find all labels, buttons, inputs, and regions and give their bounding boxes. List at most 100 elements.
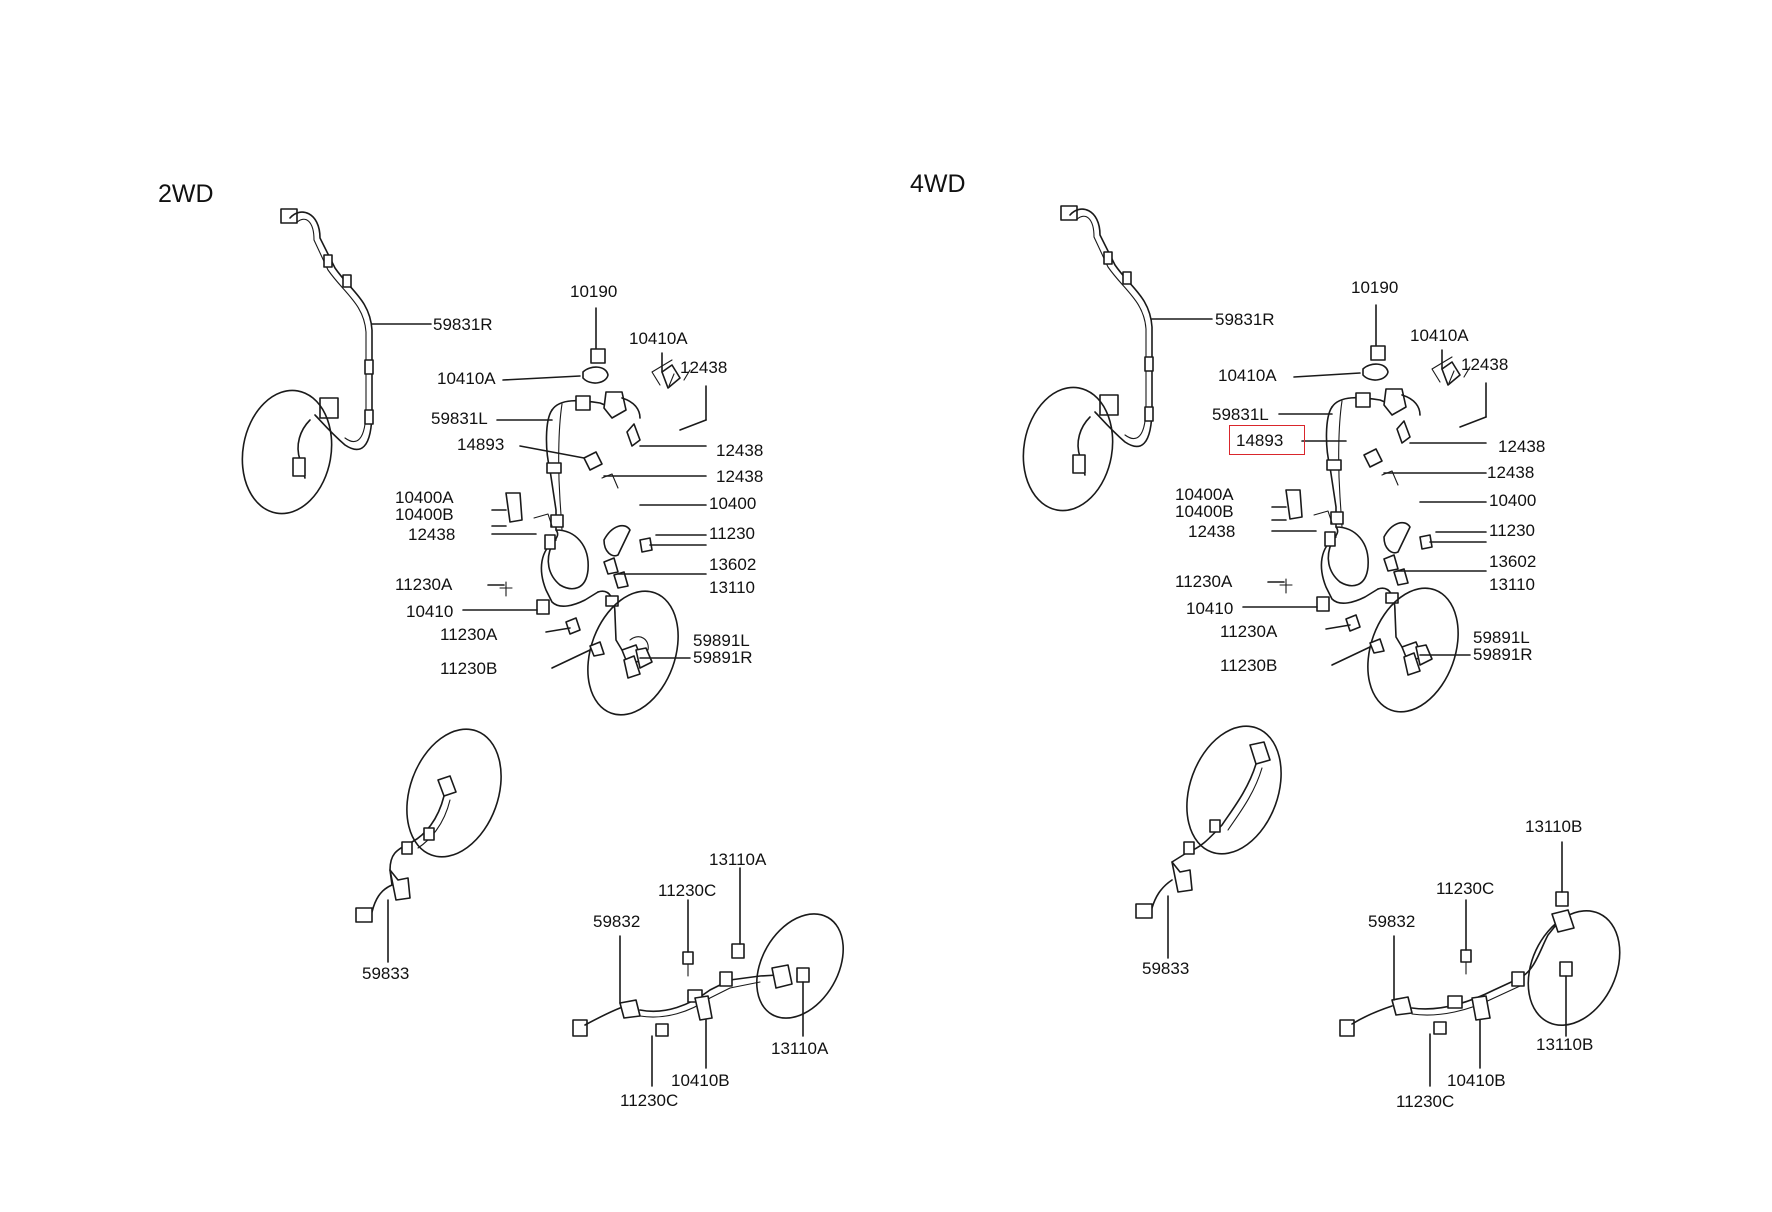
left-connector-59832	[572, 1019, 588, 1037]
part-label[interactable]: 12438	[716, 441, 764, 460]
part-label[interactable]: 11230	[709, 524, 756, 543]
part-label[interactable]: 12438	[408, 525, 456, 544]
part-label[interactable]: 11230A	[1175, 572, 1233, 591]
part-label[interactable]: 10400	[1489, 491, 1537, 510]
right-hub-ellipse-lower	[1186, 725, 1282, 855]
part-label[interactable]: 13602	[709, 555, 757, 574]
part-label[interactable]: 10410	[406, 602, 454, 621]
part-label[interactable]: 11230A	[440, 625, 498, 644]
part-label[interactable]: 10400B	[1175, 502, 1234, 521]
part-label[interactable]: 59833	[1142, 959, 1190, 978]
right-harness-sleeve	[1447, 995, 1463, 1009]
right-cable-sleeve	[1103, 251, 1113, 265]
part-label[interactable]: 10400	[709, 494, 757, 513]
right-cable-59832	[1339, 891, 1621, 1037]
left-hub-ellipse-top	[241, 389, 333, 515]
part-label[interactable]: 59831L	[1212, 405, 1269, 424]
part-label[interactable]: 11230C	[1396, 1092, 1455, 1111]
selected-part-highlight[interactable]	[1229, 425, 1305, 455]
part-label[interactable]: 11230	[1489, 521, 1536, 540]
left-harness-sleeve	[719, 971, 733, 987]
right-part-10190	[1370, 345, 1386, 361]
left-hub-ellipse-right	[755, 913, 845, 1019]
part-label[interactable]: 10190	[1351, 278, 1399, 297]
part-label[interactable]: 13602	[1489, 552, 1537, 571]
part-label[interactable]: 59831R	[433, 315, 493, 334]
part-label[interactable]: 10400B	[395, 505, 454, 524]
right-part-13110b-a	[1555, 891, 1569, 907]
part-label[interactable]: 13110B	[1525, 817, 1583, 836]
right-harness-sleeve	[1511, 971, 1525, 987]
part-label[interactable]: 11230A	[1220, 622, 1278, 641]
part-label[interactable]: 10410B	[1447, 1071, 1506, 1090]
part-label[interactable]: 12438	[1487, 463, 1535, 482]
part-label[interactable]: 10400A	[395, 488, 454, 507]
left-assembly	[241, 208, 845, 1087]
right-part-11230c-b	[1433, 1021, 1447, 1035]
part-label[interactable]: 13110	[1489, 575, 1536, 594]
part-label[interactable]: 12438	[1188, 522, 1236, 541]
part-label[interactable]: 59831L	[431, 409, 488, 428]
part-label[interactable]: 59891R	[693, 648, 753, 667]
part-label[interactable]: 11230A	[395, 575, 453, 594]
part-label[interactable]: 10410A	[1218, 366, 1277, 385]
section-title-4wd: 4WD	[910, 170, 966, 198]
part-label[interactable]: 10410A	[437, 369, 496, 388]
left-cable-sleeve	[342, 274, 352, 288]
left-harness-sleeve	[546, 462, 562, 474]
right-cable-59833	[1135, 725, 1282, 919]
right-part-10410	[1316, 596, 1330, 612]
part-label[interactable]: 11230B	[440, 659, 498, 678]
right-harness-59831l	[1320, 388, 1459, 713]
part-label-highlighted[interactable]: 14893	[1236, 431, 1284, 450]
part-label[interactable]: 11230C	[658, 881, 717, 900]
part-label[interactable]: 59891R	[1473, 645, 1533, 664]
right-connector-59832	[1339, 1019, 1355, 1037]
part-label[interactable]: 11230B	[1220, 656, 1278, 675]
right-cable-sleeve	[1122, 271, 1132, 285]
right-cable-sleeve	[1183, 841, 1195, 855]
part-label[interactable]: 59891L	[693, 631, 750, 650]
part-label[interactable]: 12438	[716, 467, 764, 486]
left-part-13110a-b	[796, 967, 810, 983]
part-label[interactable]: 11230C	[1436, 879, 1495, 898]
part-label[interactable]: 59831R	[1215, 310, 1275, 329]
right-assembly	[1022, 205, 1621, 1087]
right-sensor-head	[1072, 454, 1086, 474]
part-label[interactable]: 10190	[570, 282, 618, 301]
part-label[interactable]: 59891L	[1473, 628, 1530, 647]
part-label[interactable]: 10410A	[1410, 326, 1469, 345]
left-cable-sleeve	[364, 359, 374, 375]
section-title-2wd: 2WD	[158, 180, 214, 208]
part-label[interactable]: 13110A	[771, 1039, 829, 1058]
part-label[interactable]: 10410B	[671, 1071, 730, 1090]
part-label[interactable]: 11230C	[620, 1091, 679, 1110]
part-label[interactable]: 10400A	[1175, 485, 1234, 504]
part-label[interactable]: 59832	[593, 912, 641, 931]
part-label[interactable]: 12438	[1498, 437, 1546, 456]
part-label[interactable]: 13110B	[1536, 1035, 1594, 1054]
left-part-11230c-b	[655, 1023, 669, 1037]
part-label[interactable]: 13110A	[709, 850, 767, 869]
part-label[interactable]: 13110	[709, 578, 756, 597]
part-label[interactable]: 12438	[680, 358, 728, 377]
left-hub-ellipse-mid	[587, 590, 679, 716]
part-label[interactable]: 59833	[362, 964, 410, 983]
left-harness-sleeve	[605, 595, 619, 607]
left-cable-sleeve	[423, 827, 435, 841]
part-label[interactable]: 10410	[1186, 599, 1234, 618]
right-hub-ellipse-top	[1022, 386, 1114, 512]
right-harness-sleeve	[1385, 592, 1399, 604]
left-cable-59831r	[241, 208, 374, 515]
left-part-10190	[590, 348, 606, 364]
left-sensor-head	[292, 457, 306, 477]
part-label[interactable]: 12438	[1461, 355, 1509, 374]
part-label[interactable]: 10410A	[629, 329, 688, 348]
left-part-10410	[536, 599, 550, 615]
left-cable-sleeve	[323, 254, 333, 268]
left-cable-sleeve	[364, 409, 374, 425]
part-label[interactable]: 59832	[1368, 912, 1416, 931]
right-connector-top	[1060, 205, 1078, 221]
part-label[interactable]: 14893	[457, 435, 505, 454]
